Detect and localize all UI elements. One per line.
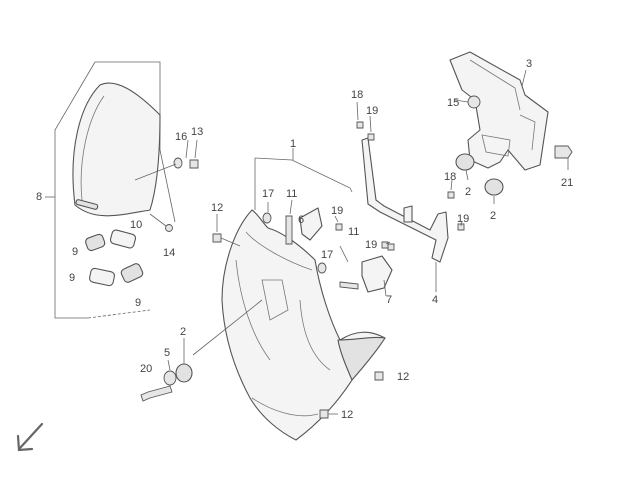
callout-17: 17 xyxy=(262,188,274,200)
stay-bracket-part xyxy=(361,137,449,263)
callout-11: 11 xyxy=(286,188,297,200)
callout-3: 3 xyxy=(526,58,532,70)
screw-part xyxy=(447,191,455,199)
callout-8: 8 xyxy=(36,191,42,203)
front-hardware-group xyxy=(140,338,193,402)
callout-19: 19 xyxy=(365,239,377,251)
callout-19: 19 xyxy=(331,205,343,217)
screw-part xyxy=(319,409,329,419)
callout-labels: 1 2 2 2 3 4 5 6 7 8 9 9 9 10 11 11 12 12… xyxy=(36,58,573,421)
callout-2: 2 xyxy=(490,210,496,222)
callout-17: 17 xyxy=(321,249,333,261)
bolt-part xyxy=(140,385,173,402)
callout-20: 20 xyxy=(140,363,152,375)
callout-4: 4 xyxy=(432,294,438,306)
callout-5: 5 xyxy=(164,347,170,359)
screw-part xyxy=(457,223,465,231)
bolt-part xyxy=(339,281,359,290)
callout-13: 13 xyxy=(191,126,203,138)
callout-2: 2 xyxy=(180,326,186,338)
callout-9: 9 xyxy=(72,246,78,258)
screw-part xyxy=(212,233,222,243)
washer-part xyxy=(163,370,177,386)
callout-18: 18 xyxy=(444,171,456,183)
callout-14: 14 xyxy=(163,247,175,259)
callout-2: 2 xyxy=(465,186,471,198)
callout-19: 19 xyxy=(457,213,469,225)
fairing-group xyxy=(192,148,395,441)
callout-16: 16 xyxy=(175,131,187,143)
bolt-part xyxy=(285,215,293,245)
windscreen-group xyxy=(45,61,199,319)
callout-19: 19 xyxy=(366,105,378,117)
grommet-part xyxy=(109,229,137,249)
grommet-part xyxy=(317,262,327,274)
main-bracket-group xyxy=(449,51,573,204)
grommet-part xyxy=(120,263,144,283)
callout-21: 21 xyxy=(561,177,573,189)
screw-part xyxy=(189,159,199,169)
rubber-mount-part xyxy=(175,363,193,383)
callout-12: 12 xyxy=(397,371,409,383)
bolt-part xyxy=(554,145,573,159)
windscreen-part xyxy=(72,82,161,217)
callout-7: 7 xyxy=(386,294,392,306)
leader-lines xyxy=(185,99,469,263)
screw-part xyxy=(381,241,389,249)
bracket-tab-part xyxy=(403,205,413,223)
grommet-part xyxy=(89,267,115,287)
callout-9: 9 xyxy=(135,297,141,309)
bracket-part xyxy=(299,207,323,241)
callout-6: 6 xyxy=(298,214,304,226)
grommet-part xyxy=(262,212,272,224)
callout-11: 11 xyxy=(348,226,359,238)
callout-1: 1 xyxy=(290,138,296,150)
stay-bracket-group xyxy=(356,121,465,292)
screw-part xyxy=(335,223,343,231)
nut-part xyxy=(467,95,481,109)
callout-10: 10 xyxy=(130,219,142,231)
screw-part xyxy=(356,121,364,129)
side-panel-part xyxy=(337,336,386,381)
washer-part xyxy=(173,157,183,169)
screw-part xyxy=(374,371,384,381)
bracket-part xyxy=(361,255,393,293)
callout-9: 9 xyxy=(69,272,75,284)
rubber-mount-part xyxy=(484,178,504,196)
screw-part xyxy=(387,243,395,251)
nut-part xyxy=(165,224,173,232)
screw-part xyxy=(367,133,375,141)
rubber-mount-part xyxy=(455,153,475,171)
callout-18: 18 xyxy=(351,89,363,101)
callout-15: 15 xyxy=(447,97,459,109)
callout-12: 12 xyxy=(211,202,223,214)
direction-arrow-icon xyxy=(16,422,44,452)
grommet-part xyxy=(85,233,106,252)
callout-12: 12 xyxy=(341,409,353,421)
windscreen-badge xyxy=(75,199,99,210)
main-bracket-part xyxy=(449,51,549,171)
